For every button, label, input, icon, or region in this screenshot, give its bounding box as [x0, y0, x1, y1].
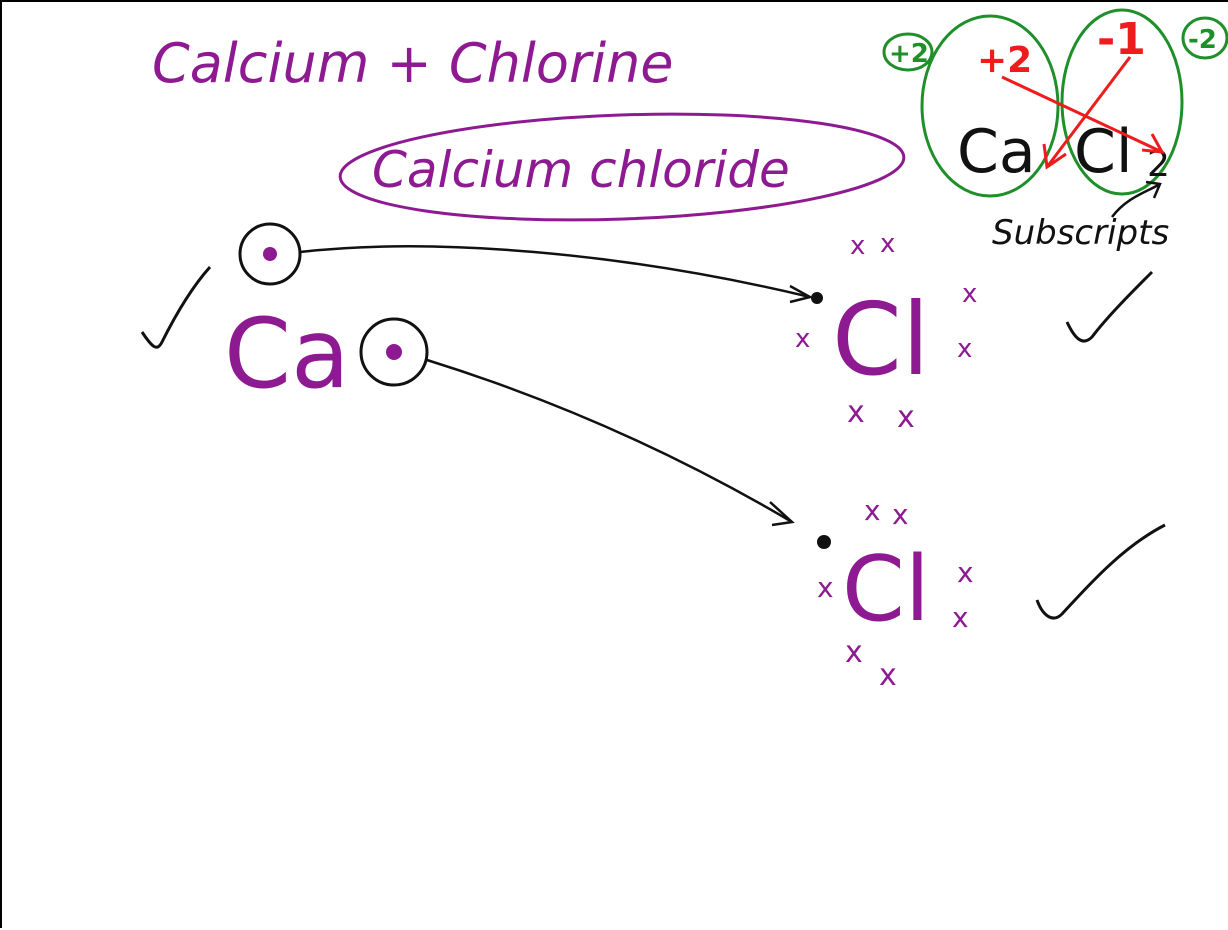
check-mark-calcium [140, 265, 212, 349]
chlorine-symbol-2: Cl [842, 537, 930, 642]
transferred-electron-1 [811, 292, 823, 304]
chloride-charge-circle [1060, 8, 1184, 196]
electron-circle-1 [238, 222, 302, 286]
calcium-charge-red: +2 [977, 40, 1032, 81]
chlorine2-cross-2: x [892, 498, 909, 531]
chlorine1-cross-5: x [795, 324, 810, 354]
formula-subscript: 2 [1147, 144, 1170, 185]
chlorine2-cross-6: x [845, 635, 863, 670]
crossover-arrowhead-chlorine [1042, 143, 1067, 170]
calcium-charge-green-circle [882, 32, 934, 72]
chloride-charge-green: -2 [1188, 25, 1217, 55]
calcium-symbol: Ca [224, 298, 350, 410]
compound-name-circle [338, 112, 906, 222]
title-text: Calcium + Chlorine [152, 32, 674, 95]
electron-transfer-arrow-1 [299, 245, 811, 299]
electron-transfer-arrowhead-2 [769, 501, 795, 527]
chlorine-charge-red: -1 [1097, 14, 1146, 65]
electron-1 [263, 247, 277, 261]
chlorine2-cross-7: x [879, 658, 897, 693]
chlorine-symbol-1: Cl [832, 281, 930, 398]
chlorine2-cross-5: x [817, 571, 834, 604]
calcium-charge-green: +2 [889, 39, 929, 69]
electron-transfer-arrow-2 [426, 358, 793, 524]
electron-circle-2 [359, 317, 429, 387]
crossover-arrow-chlorine [1045, 56, 1132, 168]
chloride-charge-green-circle [1181, 16, 1228, 60]
chlorine2-cross-3: x [957, 556, 974, 589]
chlorine1-cross-2: x [880, 229, 895, 259]
formula-metal: Ca [957, 117, 1036, 187]
crossover-arrowhead-calcium [1141, 133, 1165, 154]
calcium-charge-circle [920, 14, 1060, 198]
chlorine1-cross-1: x [850, 231, 865, 261]
chlorine2-cross-1: x [864, 494, 881, 527]
crossover-arrow-calcium [1001, 75, 1163, 154]
transferred-electron-2 [817, 535, 831, 549]
check-mark-chlorine-1 [1065, 270, 1154, 343]
subscripts-label: Subscripts [992, 213, 1169, 253]
compound-name-text: Calcium chloride [372, 141, 790, 199]
subscripts-arrow [1111, 182, 1161, 218]
chlorine1-cross-3: x [962, 279, 977, 309]
chlorine1-cross-6: x [847, 395, 865, 430]
check-mark-chlorine-2 [1035, 523, 1166, 620]
subscripts-arrowhead [1145, 180, 1162, 199]
chlorine1-cross-7: x [897, 400, 915, 435]
electron-2 [386, 344, 402, 360]
formula-nonmetal: Cl [1074, 117, 1133, 187]
chlorine1-cross-4: x [957, 334, 972, 364]
electron-transfer-arrowhead-1 [789, 284, 814, 304]
chlorine2-cross-4: x [952, 601, 969, 634]
